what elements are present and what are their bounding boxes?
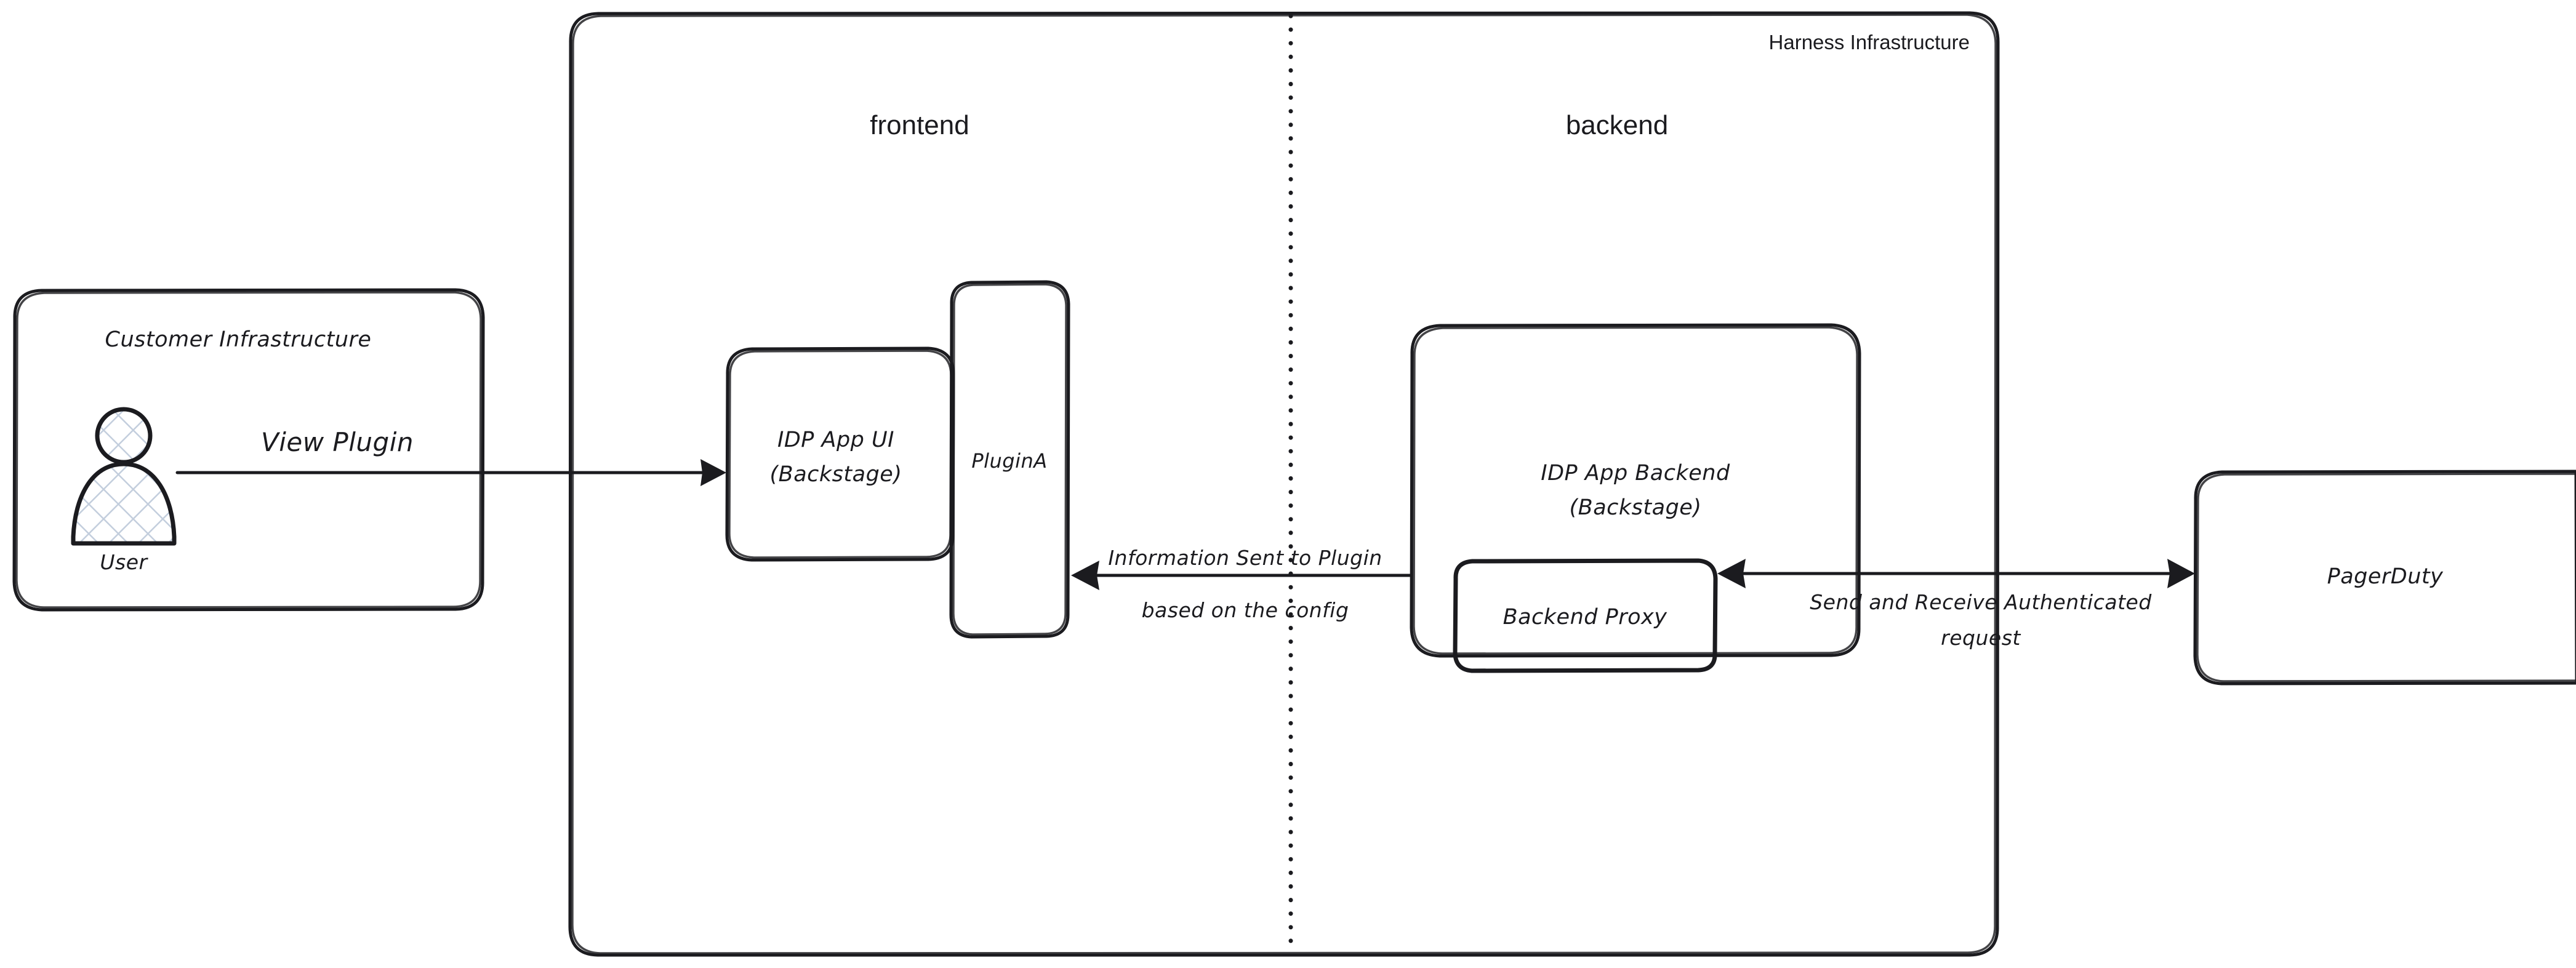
user-person-icon: [71, 407, 177, 546]
send-receive-arrowhead-right-icon: [2167, 559, 2195, 588]
harness-infrastructure-border: [568, 11, 2000, 957]
idp-app-backend-label-line2: (Backstage): [1570, 495, 1702, 520]
backend-proxy-border: [1453, 558, 1718, 673]
idp-app-ui-label-line1: IDP App UI: [777, 428, 894, 452]
user-body-icon: [71, 462, 177, 546]
send-receive-label-line2: request: [1941, 626, 2021, 650]
send-receive-label-line1: Send and Receive Authenticated: [1810, 590, 2152, 614]
information-sent-label-line1: Information Sent to Plugin: [1108, 546, 1382, 570]
idp-app-backend-border-sketch2: [1413, 326, 1858, 655]
customer-infrastructure-label: Customer Infrastructure: [105, 327, 372, 352]
idp-app-ui-label-line2: (Backstage): [770, 462, 902, 487]
node-backend-proxy[interactable]: Backend Proxy: [1453, 558, 1718, 673]
idp-app-backend-border: [1410, 323, 1861, 658]
harness-infrastructure-label: Harness Infrastructure: [1769, 31, 1970, 54]
customer-infrastructure-border-sketch2: [15, 291, 482, 609]
zone-label-backend: backend: [1566, 110, 1668, 140]
backend-proxy-label: Backend Proxy: [1503, 605, 1668, 630]
plugin-a-border: [949, 280, 1070, 639]
connection-information-sent-to-plugin[interactable]: Information Sent to Plugin based on the …: [1071, 546, 1413, 622]
pagerduty-label: PagerDuty: [2327, 564, 2444, 589]
zone-label-frontend: frontend: [870, 110, 969, 140]
node-pagerduty[interactable]: PagerDuty: [2193, 470, 2576, 686]
pagerduty-border: [2193, 470, 2576, 686]
idp-app-ui-border: [725, 346, 955, 562]
view-plugin-label: View Plugin: [261, 427, 414, 457]
customer-infrastructure-border: [12, 288, 485, 612]
user-head-icon: [95, 407, 153, 465]
connection-view-plugin[interactable]: View Plugin: [175, 427, 726, 486]
node-idp-app-ui[interactable]: IDP App UI (Backstage): [725, 346, 955, 562]
view-plugin-arrowhead-icon: [700, 459, 726, 486]
idp-app-ui-border-sketch2: [728, 350, 952, 559]
plugin-a-border-sketch2: [952, 283, 1067, 636]
pagerduty-border-sketch2: [2196, 473, 2576, 682]
node-idp-app-backend[interactable]: IDP App Backend (Backstage): [1410, 323, 1861, 658]
customer-infrastructure-group[interactable]: Customer Infrastructure User: [12, 288, 485, 612]
plugin-a-label: PluginA: [971, 449, 1047, 473]
information-sent-arrowhead-icon: [1071, 561, 1099, 590]
harness-infrastructure-border-sketch2: [571, 14, 1997, 954]
connection-send-receive-authenticated-request[interactable]: Send and Receive Authenticated request: [1717, 559, 2195, 650]
node-plugin-a[interactable]: PluginA: [949, 280, 1070, 639]
harness-infrastructure-group[interactable]: Harness Infrastructure frontend backend: [568, 11, 2000, 957]
user-label: User: [100, 550, 148, 574]
information-sent-label-line2: based on the config: [1142, 598, 1349, 622]
idp-app-backend-label-line1: IDP App Backend: [1541, 461, 1730, 486]
send-receive-arrowhead-left-icon: [1717, 559, 1746, 588]
